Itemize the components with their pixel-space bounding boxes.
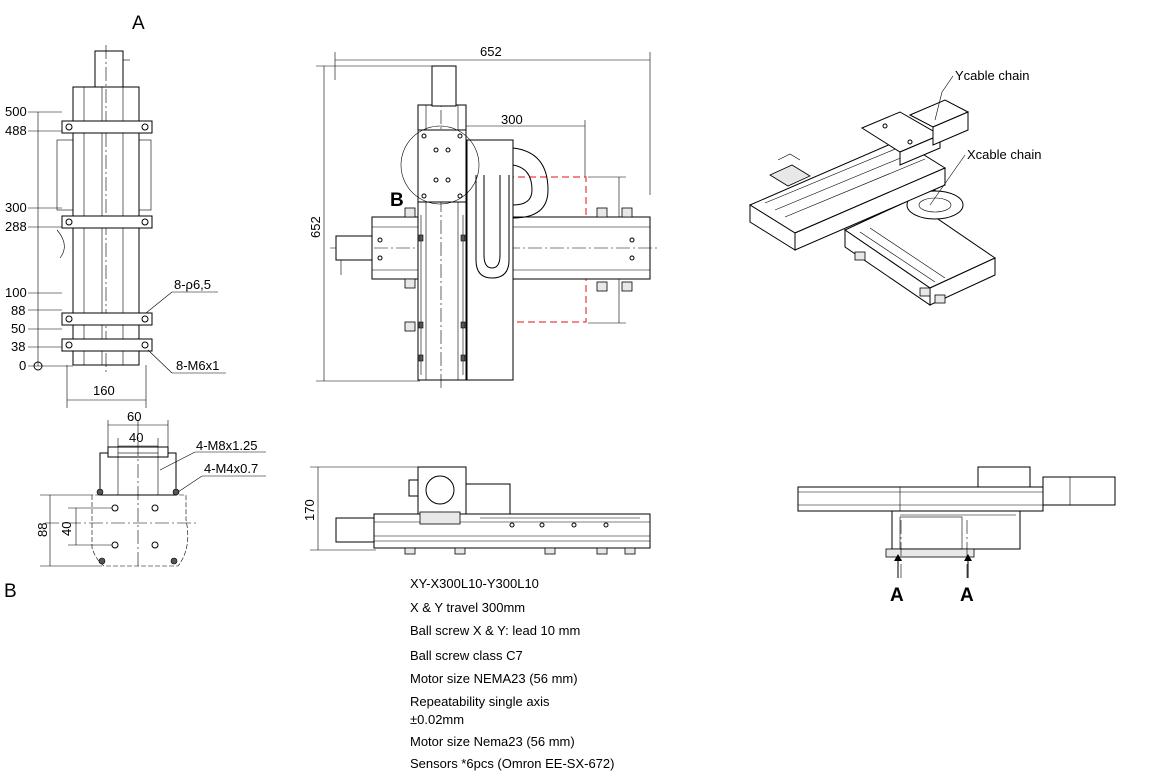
height-100: 100 (5, 285, 27, 300)
width-160: 160 (93, 383, 115, 398)
spec-travel: X & Y travel 300mm (410, 600, 526, 615)
dim-300-x-travel: 300 (501, 112, 523, 127)
spec-motor-size: Motor size NEMA23 (56 mm) (410, 671, 578, 686)
x-cable-chain-label: Xcable chain (967, 147, 1041, 162)
dim-170-height: 170 (302, 499, 317, 521)
height-0: 0 (19, 358, 26, 373)
spec-model: XY-X300L10-Y300L10 (410, 576, 539, 591)
height-300: 300 (5, 200, 27, 215)
spec-ball-screw-lead: Ball screw X & Y: lead 10 mm (410, 623, 581, 638)
section-arrow-a-right: A (960, 585, 974, 606)
height-488: 488 (5, 123, 27, 138)
view-b-width-40: 40 (129, 430, 143, 445)
height-288: 288 (5, 219, 27, 234)
side-view-a: A 500 488 300 (5, 13, 226, 408)
thread-m8-label: 4-M8x1.25 (196, 438, 257, 453)
spec-motor-size-2: Motor size Nema23 (56 mm) (410, 734, 575, 749)
view-b-width-60: 60 (127, 409, 141, 424)
view-b: B 60 40 88 40 4-M8x1.25 (4, 409, 266, 602)
height-88: 88 (11, 303, 25, 318)
height-500: 500 (5, 104, 27, 119)
height-50: 50 (11, 321, 25, 336)
view-b-height-40: 40 (59, 522, 74, 536)
height-38: 38 (11, 339, 25, 354)
y-cable-chain-label: Ycable chain (955, 68, 1029, 83)
front-view: 170 (302, 466, 651, 555)
spec-ball-screw-class: Ball screw class C7 (410, 648, 523, 663)
view-b-label: B (4, 581, 17, 602)
dim-652-horizontal: 652 (480, 44, 502, 59)
spec-repeatability-value: ±0.02mm (410, 712, 465, 727)
top-view: 652 652 300 300 (308, 44, 660, 388)
thread-m4-label: 4-M4x0.7 (204, 461, 258, 476)
section-arrow-a-left: A (890, 585, 904, 606)
view-a-label: A (132, 13, 145, 34)
holes-top-label: 8-ρ6,5 (174, 277, 211, 292)
view-b-height-88: 88 (35, 523, 50, 537)
isometric-view: Ycable chain Xcable chain (748, 68, 1041, 306)
dim-652-vertical: 652 (308, 216, 323, 238)
right-side-view: A A (797, 466, 1116, 606)
spec-repeatability: Repeatability single axis (410, 694, 550, 709)
spec-sensors: Sensors *6pcs (Omron EE-SX-672) (410, 756, 615, 771)
detail-b-label: B (390, 190, 404, 211)
holes-bottom-label: 8-M6x1 (176, 358, 219, 373)
